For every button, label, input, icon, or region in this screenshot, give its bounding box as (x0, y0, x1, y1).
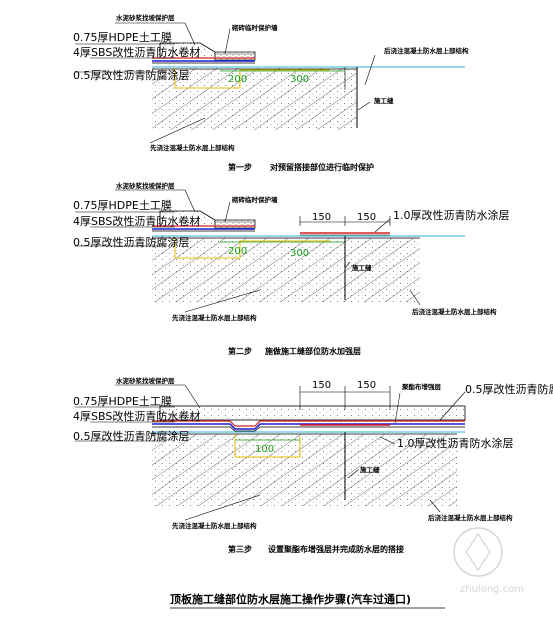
label-sbs-2: 4厚SBS改性沥青防水卷材 (73, 214, 200, 228)
label-coat-2: 0.5厚改性沥青防腐涂层 (73, 235, 190, 249)
dim-300-p2: 300 (290, 248, 309, 259)
label-coat-3: 0.5厚改性沥青防腐涂层 (73, 429, 190, 443)
yellow-line (174, 68, 330, 89)
label-protect-2: 水泥砂浆找坡保护层 (116, 181, 175, 190)
panel-step-1: 200 300 水泥砂浆找坡保护层 0.75厚HDPE土工膜 4厚SBS改性沥青… (73, 13, 469, 172)
label-sbs-1: 4厚SBS改性沥青防水卷材 (73, 45, 200, 59)
label-hdpe-3: 0.75厚HDPE土工膜 (73, 395, 172, 408)
label-later-b-1: 先浇注混凝土防水层上部结构 (150, 143, 235, 152)
label-later-b-2: 先浇注混凝土防水层上部结构 (172, 313, 257, 322)
caption-step-2: 第二步 (228, 346, 252, 356)
dim-200-p2: 200 (228, 246, 247, 257)
label-joint-3: 施工缝 (360, 465, 380, 474)
label-later-r-1: 后浇注混凝土防水层上部结构 (384, 46, 469, 55)
dim-150b-p3: 150 (357, 380, 376, 391)
dim-100-p3: 100 (255, 444, 274, 455)
label-joint-1: 施工缝 (374, 96, 394, 105)
label-temp-wall-1: 砌砖临时保护墙 (231, 23, 278, 32)
label-later-r-3: 后浇注混凝土防水层上部结构 (428, 513, 513, 522)
brick-temp-wall (214, 51, 256, 61)
caption-step-3: 第三步 (228, 544, 252, 554)
dim-150a-p3: 150 (312, 380, 331, 391)
label-sbs-3: 4厚SBS改性沥青防水卷材 (73, 409, 200, 423)
caption-text-1: 对预留搭接部位进行临时保护 (270, 162, 374, 172)
label-coat-r-3: 0.5厚改性沥青防腐涂层 (465, 382, 553, 396)
dim-150b-p2: 150 (357, 212, 376, 223)
caption-text-2: 施做施工缝部位防水加强层 (265, 346, 361, 356)
label-protect-1: 水泥砂浆找坡保护层 (116, 13, 175, 22)
dim-300: 300 (290, 74, 309, 85)
label-hdpe-1: 0.75厚HDPE土工膜 (73, 31, 172, 44)
label-later-r-2: 后浇注混凝土防水层上部结构 (412, 307, 497, 316)
footer-title: 顶板施工缝部位防水层施工操作步骤(汽车过通口) (170, 592, 411, 606)
label-protect-3: 水泥砂浆找坡保护层 (116, 376, 175, 385)
label-coat2-2: 1.0厚改性沥青防水涂层 (393, 208, 510, 222)
label-fiber-3: 聚酯布增强层 (401, 382, 442, 391)
panel-step-3: 100 150 150 水泥砂浆找坡保护层 0.75厚HDPE土工膜 4厚SBS… (73, 376, 553, 554)
caption-text-3: 设置聚酯布增强层并完成防水层的搭接 (268, 544, 404, 554)
dim-150a-p2: 150 (312, 212, 331, 223)
label-later-b-3: 先浇注混凝土防水层上部结构 (172, 521, 257, 530)
watermark-logo: zhulong.com (453, 527, 524, 595)
dim-200: 200 (228, 74, 247, 85)
label-coat-1: 0.5厚改性沥青防腐涂层 (73, 68, 190, 82)
label-joint-2: 施工缝 (352, 263, 372, 272)
caption-step-1: 第一步 (228, 162, 252, 172)
panel-step-2: 200 300 150 150 水泥砂浆找坡保护层 0.75厚HDPE土工膜 4… (73, 181, 510, 356)
label-coat2-3: 1.0厚改性沥青防水涂层 (397, 436, 514, 450)
label-hdpe-2: 0.75厚HDPE土工膜 (73, 199, 172, 212)
watermark-text: zhulong.com (460, 584, 524, 595)
label-temp-wall-2: 砌砖临时保护墙 (231, 195, 278, 204)
